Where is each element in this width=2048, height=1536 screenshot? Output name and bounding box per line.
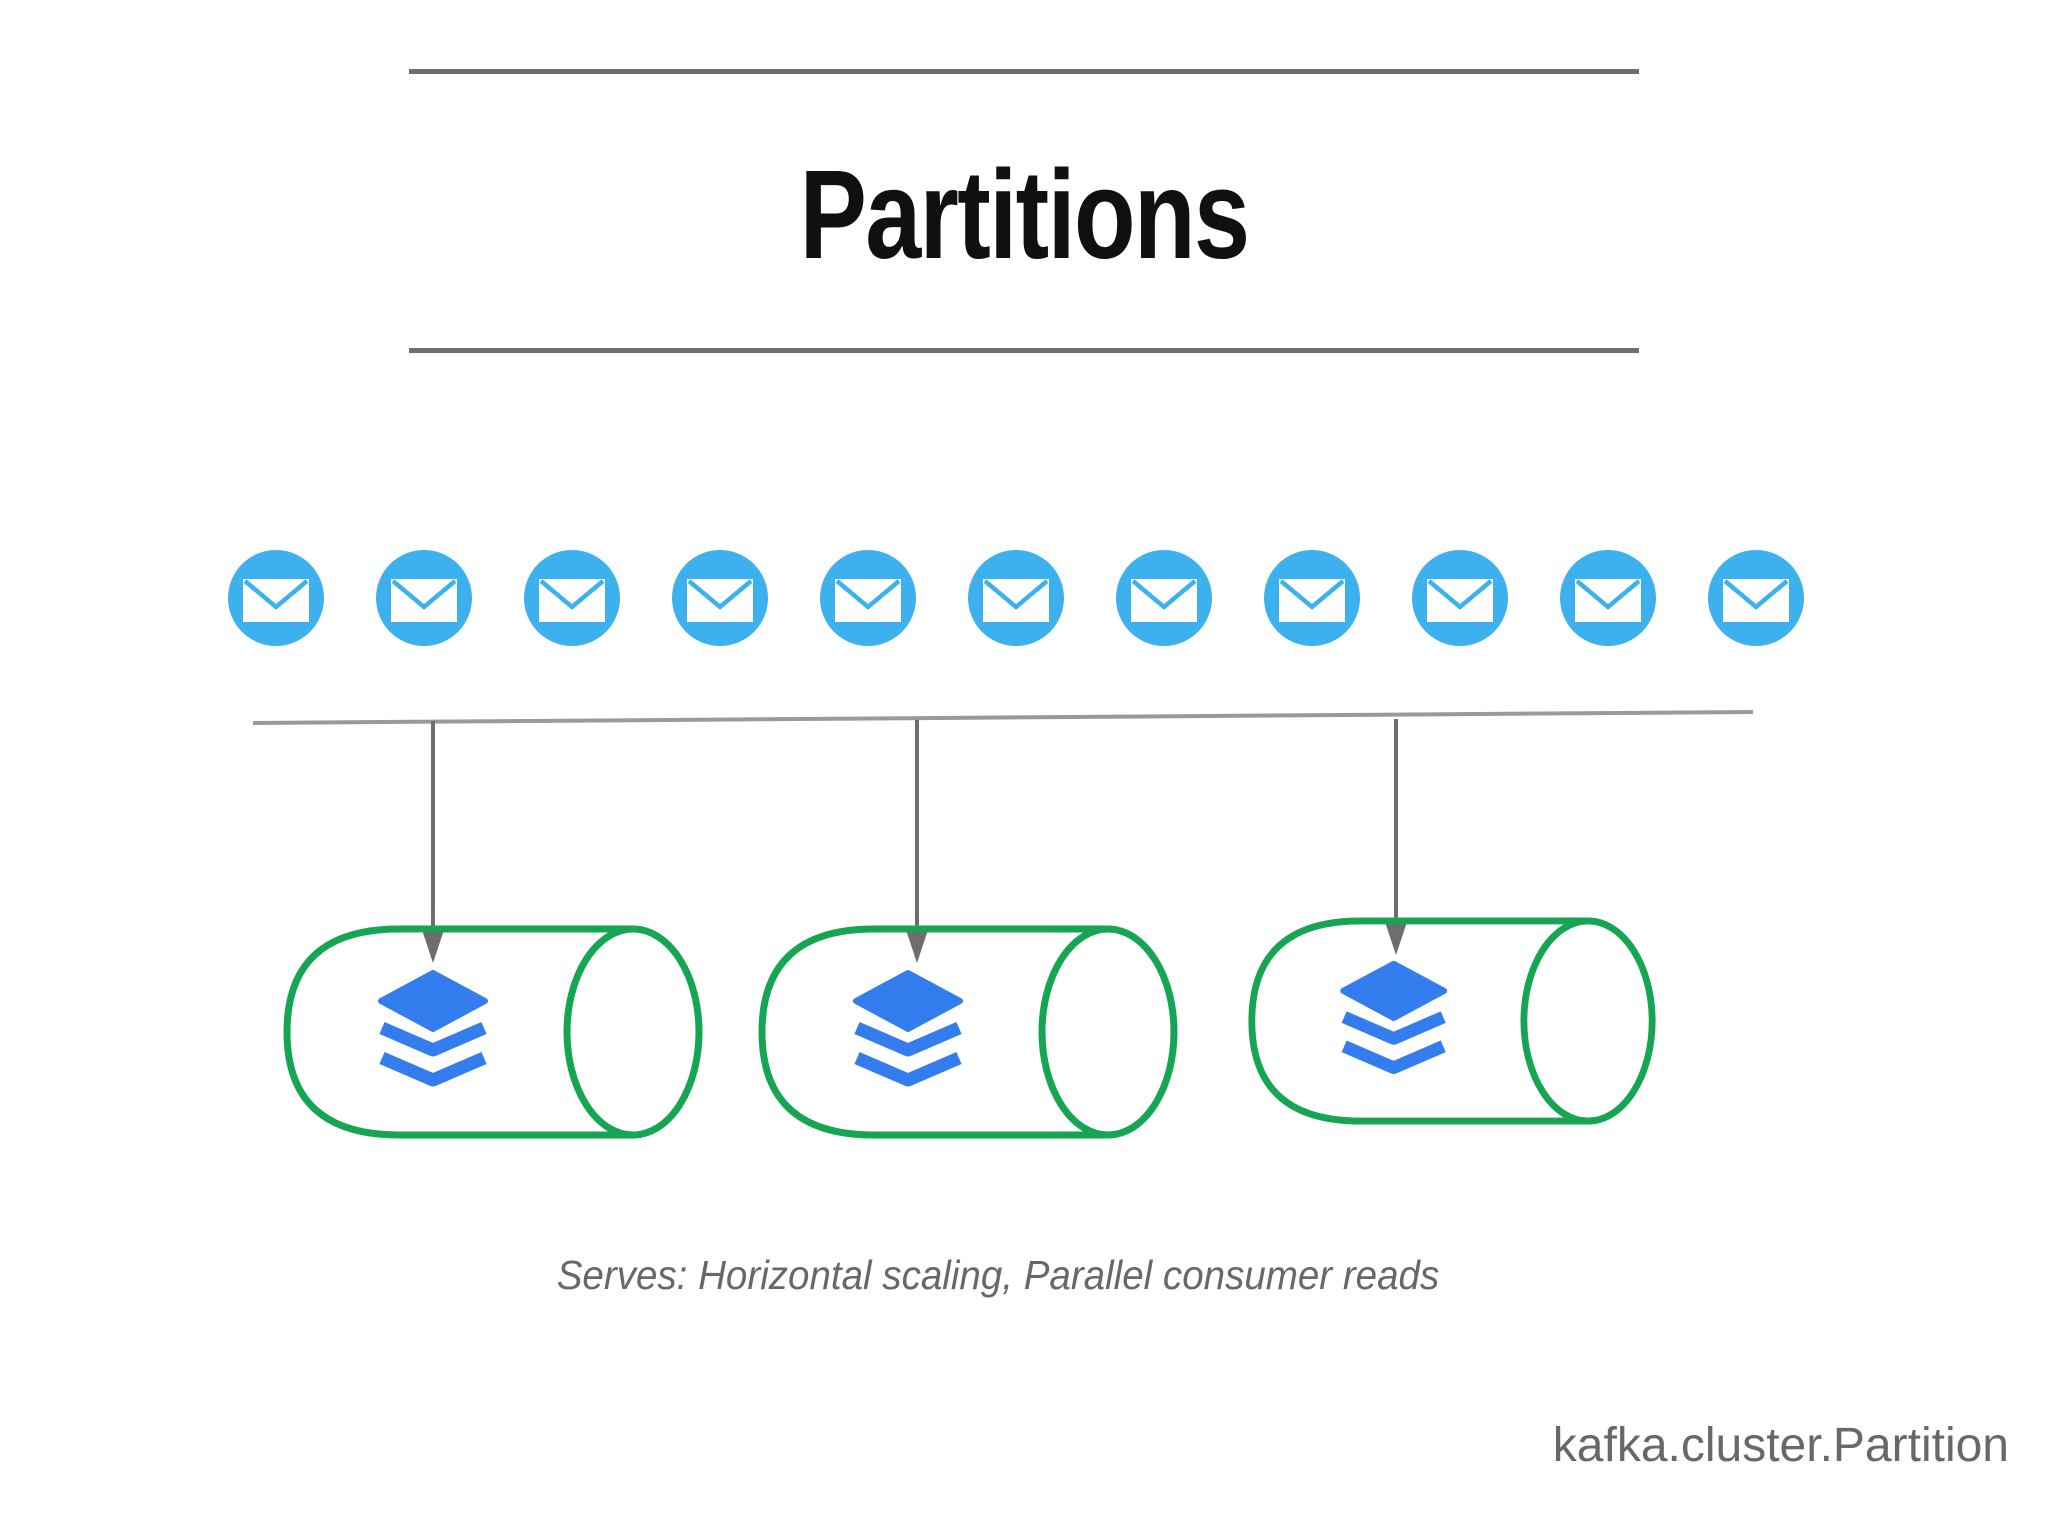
cylinder-face: [1038, 925, 1178, 1139]
partition-cylinder: [1246, 917, 1670, 1131]
message-envelope-icon: [228, 550, 324, 646]
watermark-text: kafka.cluster.Partition: [1552, 1419, 2009, 1472]
cylinder-face: [563, 925, 703, 1139]
message-envelope-icon: [1708, 550, 1804, 646]
message-envelope-icon: [1264, 550, 1360, 646]
message-envelope-icon: [1116, 550, 1212, 646]
page-title: Partitions: [799, 144, 1250, 285]
message-envelope-icon: [968, 550, 1064, 646]
partition-cylinder: [281, 925, 705, 1139]
message-envelope-icon: [524, 550, 620, 646]
cylinder-face: [1520, 917, 1656, 1125]
layers-stack-icon: [1340, 960, 1448, 1074]
cylinder-body: [758, 925, 1108, 1139]
layers-stack-icon: [378, 970, 488, 1087]
message-envelope-icon: [820, 550, 916, 646]
title-rule-top: [409, 69, 1639, 74]
caption-text: Serves: Horizontal scaling, Parallel con…: [556, 1252, 1440, 1298]
message-envelope-icon: [1412, 550, 1508, 646]
stream-connector-line: [252, 710, 1754, 725]
message-envelope-icon: [672, 550, 768, 646]
message-envelope-icon: [376, 550, 472, 646]
message-stream-row: [228, 550, 1804, 646]
cylinder-body: [1248, 917, 1589, 1125]
message-envelope-icon: [1560, 550, 1656, 646]
cylinder-body: [283, 925, 633, 1139]
partition-cylinder: [756, 925, 1180, 1139]
title-rule-bottom: [409, 348, 1639, 353]
layers-stack-icon: [853, 970, 963, 1087]
